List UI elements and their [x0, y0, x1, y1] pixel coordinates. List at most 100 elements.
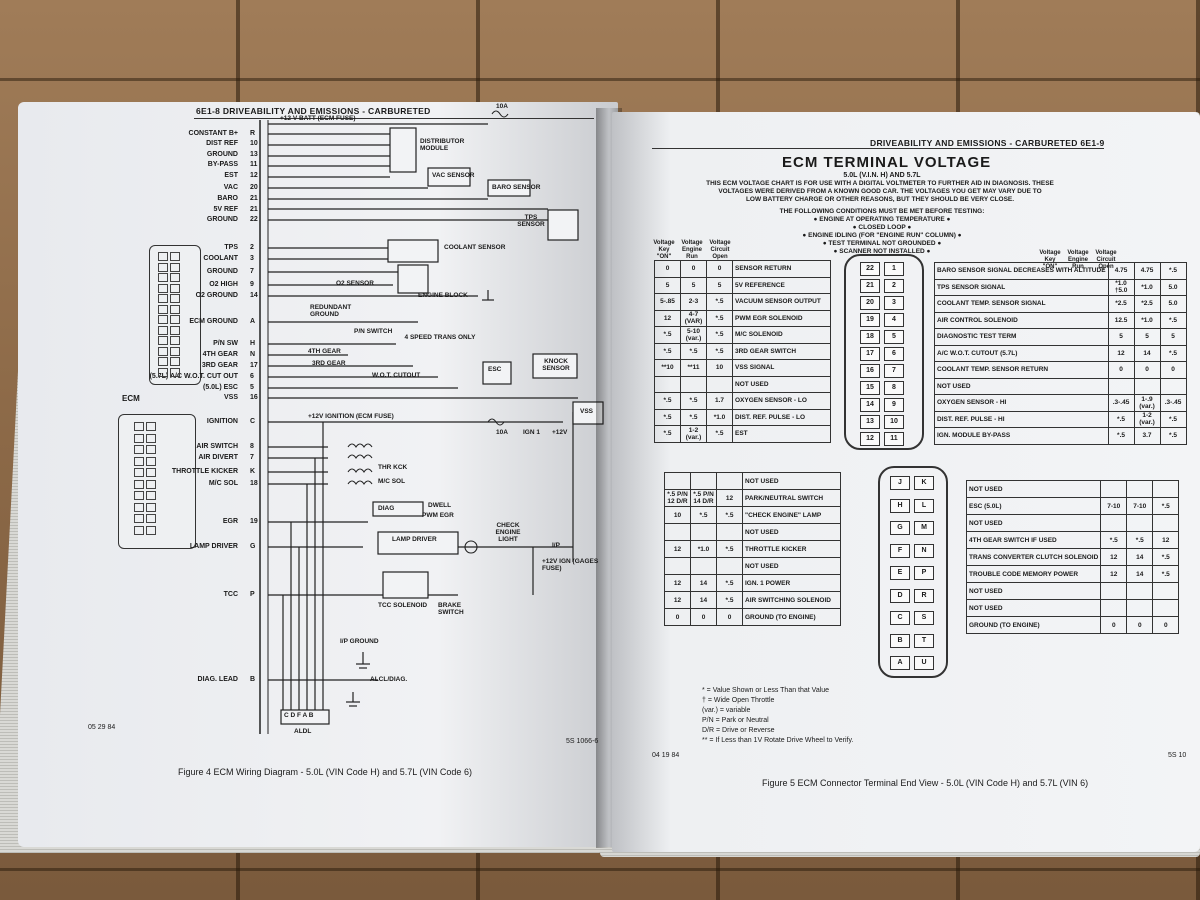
table-cell: *2.5	[1133, 295, 1161, 313]
connector-pin: 18	[860, 330, 880, 344]
ecm-connector-cell	[134, 422, 144, 431]
terminal-label-4th-gear: 4TH GEAR	[202, 351, 238, 358]
ecm-connector-cell	[158, 336, 168, 345]
table-cell: 12	[664, 591, 691, 609]
table-row: NOT USED	[965, 582, 1180, 600]
terminal-pin: 9	[250, 281, 254, 288]
table-cell: IGN. 1 POWER	[742, 574, 841, 592]
dwell-label: DWELL	[428, 502, 452, 509]
ecm-connector-cell	[146, 456, 156, 466]
terminal-pin: P	[250, 591, 255, 598]
table-cell	[716, 523, 743, 541]
table-cell: AIR SWITCHING SOLENOID	[742, 591, 841, 609]
terminal-label-est: EST	[224, 172, 238, 179]
table-cell: TROUBLE CODE MEMORY POWER	[965, 565, 1102, 583]
ecm-connector-cell	[170, 325, 180, 335]
terminal-pin: 7	[250, 268, 254, 275]
right-page: DRIVEABILITY AND EMISSIONS - CARBURETED …	[612, 112, 1200, 852]
table-cell	[654, 375, 681, 393]
connector-pin: 12	[860, 432, 880, 446]
table-cell	[1159, 377, 1187, 395]
table-cell: 3RD GEAR SWITCH	[732, 342, 831, 360]
terminal-label-ground: GROUND	[206, 268, 238, 275]
table-cell: 12	[1152, 531, 1180, 549]
connector-pin: B	[890, 633, 910, 648]
chart-subtitle: 5.0L (V.I.N. H) AND 5.7L	[843, 172, 921, 179]
table-cell: 0	[1100, 616, 1128, 634]
ecm-connector-cell	[158, 283, 168, 293]
connector-pin: 21	[860, 279, 880, 293]
floor-seam	[0, 78, 1200, 81]
table-cell: 0	[680, 260, 707, 278]
ecm-connector-cell	[134, 433, 144, 443]
ecm-connector-cell	[134, 445, 144, 454]
o2-sensor-label: O2 SENSOR	[336, 280, 374, 287]
terminal-label-ecm-ground: ECM GROUND	[189, 318, 238, 325]
connector-pin: S	[914, 611, 934, 625]
connector-pin: N	[914, 543, 934, 558]
ecm-connector-cell	[158, 304, 168, 314]
pwm-egr-label: PWM EGR	[422, 512, 454, 519]
connector-pin: L	[914, 498, 934, 513]
connector-pin: 2	[884, 279, 904, 293]
ecm-connector-cell	[158, 262, 168, 272]
tps-sensor-label: TPS SENSOR	[517, 214, 545, 228]
ecm-connector-cell	[170, 336, 180, 345]
terminal-label-o2-high: O2 HIGH	[209, 281, 238, 288]
ecm-connector-cell	[170, 273, 180, 282]
right-page-header: DRIVEABILITY AND EMISSIONS - CARBURETED …	[870, 138, 1105, 148]
table-cell: 1.7	[706, 392, 733, 410]
table-cell: SENSOR RETURN	[732, 260, 831, 278]
terminal-label-tps: TPS	[224, 244, 238, 251]
terminal-label-esc: (5.0L) ESC	[202, 384, 238, 391]
terminal-label-throttle-kicker: THROTTLE KICKER	[171, 468, 238, 475]
table-cell: 1-2 (var.)	[1133, 410, 1161, 428]
ecm-connector-cell	[146, 433, 156, 443]
table-cell: GROUND (TO ENGINE)	[965, 616, 1102, 634]
terminal-label-diag-lead: DIAG. LEAD	[197, 676, 238, 683]
connector-pin: 4	[884, 313, 904, 327]
table-cell: *.5	[716, 591, 743, 609]
table-cell: 0	[1126, 616, 1154, 634]
table-cell: *.5	[706, 293, 733, 311]
table-row: NOT USED	[934, 377, 1187, 395]
connector-pin: E	[890, 566, 910, 580]
table-cell: 14	[690, 574, 717, 592]
table-cell: *.5	[1159, 262, 1187, 280]
table-cell: COOLANT TEMP. SENSOR SIGNAL	[934, 295, 1109, 313]
terminal-pin: 14	[250, 292, 258, 299]
table-cell: 0	[716, 608, 743, 626]
legend-item: (var.) = variable	[702, 707, 751, 714]
table-cell: 14	[1133, 344, 1161, 362]
test-conditions: THE FOLLOWING CONDITIONS MUST BE MET BEF…	[722, 208, 1042, 256]
table-cell: VSS SIGNAL	[732, 359, 831, 377]
table-cell: 10	[664, 506, 691, 524]
table-cell: *.5	[1100, 531, 1128, 549]
table-cell	[716, 472, 743, 490]
alcl-label: ALCL/DIAG.	[370, 676, 408, 683]
table-cell: OXYGEN SENSOR - HI	[934, 394, 1109, 412]
ecm-connector-cell	[158, 325, 168, 335]
intro-line: LOW BATTERY CHARGE OR OTHER REASONS, BUT…	[745, 196, 1015, 203]
table-cell: *1.0 †5.0	[1107, 278, 1135, 296]
table-cell: 5V REFERENCE	[732, 276, 831, 294]
speed-trans-label: 4 SPEED TRANS ONLY	[404, 334, 476, 341]
table-cell: 0	[1133, 361, 1161, 379]
table-cell: 5	[654, 276, 681, 294]
plus12-label: +12V	[552, 429, 568, 436]
lamp-driver-box-label: LAMP DRIVER	[392, 536, 437, 543]
table-cell: *.5	[654, 425, 681, 443]
table-cell: NOT USED	[965, 599, 1102, 617]
table-cell: NOT USED	[965, 480, 1102, 498]
connector-pin: H	[890, 498, 910, 513]
terminal-pin: 18	[250, 480, 258, 487]
terminal-pin: N	[250, 351, 256, 358]
table-cell: NOT USED	[742, 523, 841, 541]
